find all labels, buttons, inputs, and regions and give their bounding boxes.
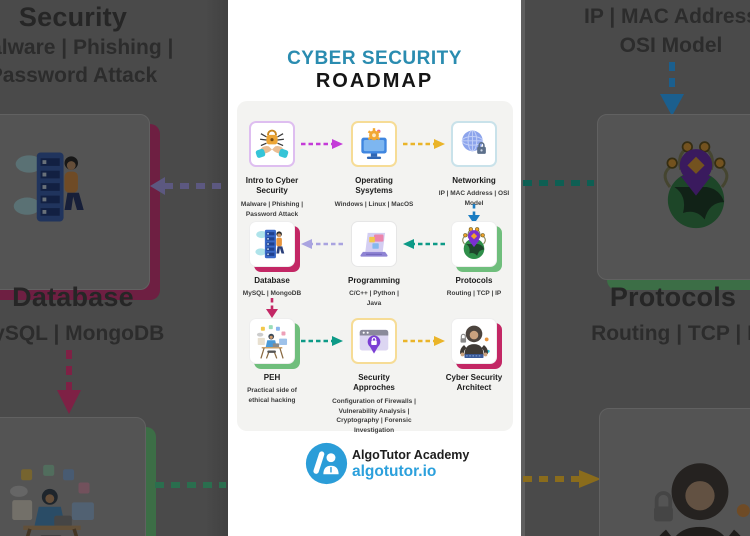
- poster-title-line1: CYBER SECURITY: [287, 48, 462, 69]
- node-subtitle: Configuration of Firewalls | Vulnerabili…: [332, 397, 416, 435]
- node-title: Programming: [347, 276, 400, 285]
- server-rack-person-icon: [253, 225, 291, 263]
- algotutor-logo-icon: [305, 442, 348, 485]
- node-networking: Networking IP | MAC Address | OSI Model: [430, 121, 518, 209]
- node-title: Protocols: [455, 276, 493, 285]
- node-title: Cyber Security Architect: [445, 373, 503, 393]
- arrow-networking-to-protocols: [468, 204, 480, 224]
- bg-right-subline1: IP | MAC Address: [584, 5, 750, 28]
- node-card-networking: [451, 121, 497, 167]
- node-subtitle: C/C++ | Python | Java: [349, 290, 399, 308]
- node-card-os: [351, 121, 397, 167]
- bg-left-heading-database: Database: [12, 282, 134, 312]
- bg-right-subline2: OSI Model: [619, 34, 723, 57]
- bg-architect-card: [599, 408, 750, 536]
- node-card-peh: [249, 318, 295, 364]
- background-right-panel: IP | MAC Address OSI Model Protocols Rou…: [521, 0, 750, 536]
- hands-holding-bug-lock-icon: [253, 125, 291, 163]
- hacker-desk-icon: [253, 322, 291, 360]
- bg-right-heading-protocols: Protocols: [609, 282, 737, 312]
- bg-arrow-left-periwinkle: [150, 177, 225, 195]
- bg-peh-card: [0, 417, 146, 536]
- bg-protocols-card: [597, 114, 750, 280]
- bg-arrow-down-crimson: [57, 350, 81, 414]
- node-title: PEH: [263, 373, 281, 382]
- poster-title-line2: ROADMAP: [315, 70, 434, 92]
- node-card-programming: [351, 221, 397, 267]
- node-card-intro: [249, 121, 295, 167]
- browser-shield-lock-icon: [355, 322, 393, 360]
- node-card-security: [351, 318, 397, 364]
- bg-dashes-teal: [523, 180, 594, 186]
- bg-left-subline1: Malware | Phishing |: [0, 36, 174, 59]
- bg-arrow-right-amber: [523, 470, 601, 488]
- laptop-code-icon: [355, 225, 393, 263]
- footer-website: algotutor.io: [352, 463, 437, 480]
- bg-database-card: [0, 114, 150, 290]
- node-security-approaches: Security Approches Configuration of Fire…: [322, 318, 426, 436]
- node-title: Intro to Cyber Security: [245, 176, 299, 196]
- node-protocols: Protocols Routing | TCP | IP: [430, 221, 518, 299]
- hooded-hacker-icon: [455, 322, 493, 360]
- bg-left-subline2: Password Attack: [0, 64, 158, 87]
- roadmap-poster: CYBER SECURITY ROADMAP Intro to Cyber Se…: [228, 0, 521, 536]
- node-title: Networking: [452, 176, 496, 185]
- node-programming: Programming C/C++ | Python | Java: [330, 221, 418, 309]
- node-subtitle: Routing | TCP | IP: [446, 290, 502, 298]
- bg-left-heading-security: Security: [18, 2, 128, 32]
- server-rack-person-icon: [8, 141, 100, 233]
- node-title: Security Approches: [353, 373, 395, 393]
- arrow-programming-to-database: [301, 239, 343, 249]
- background-left-panel: Security Malware | Phishing | Password A…: [0, 0, 228, 536]
- node-database: Database MySQL | MongoDB: [228, 221, 316, 299]
- bg-right-sub-protocols: Routing | TCP | IP: [591, 322, 750, 345]
- node-card-protocols: [451, 221, 497, 267]
- footer-brand-name: AlgoTutor Academy: [352, 448, 470, 462]
- node-card-architect: [451, 318, 497, 364]
- node-card-database: [249, 221, 295, 267]
- node-intro-cyber-security: Intro to Cyber Security Malware | Phishi…: [228, 121, 316, 219]
- arrow-intro-to-os: [301, 139, 343, 149]
- node-peh: PEH Practical side of ethical hacking: [228, 318, 316, 406]
- bg-dashes-green: [155, 482, 226, 488]
- node-cyber-security-architect: Cyber Security Architect: [426, 318, 521, 394]
- arrow-os-to-networking: [403, 139, 445, 149]
- arrow-protocols-to-programming: [403, 239, 445, 249]
- node-title: Operating Sysytems: [355, 176, 393, 196]
- node-subtitle: Windows | Linux | MacOS: [334, 200, 414, 208]
- node-operating-systems: Operating Sysytems Windows | Linux | Mac…: [330, 121, 418, 210]
- node-subtitle: IP | MAC Address | OSI Model: [438, 190, 510, 208]
- bg-left-sub-database: MySQL | MongoDB: [0, 322, 165, 345]
- arrow-database-to-peh: [266, 298, 278, 318]
- node-subtitle: MySQL | MongoDB: [242, 290, 302, 298]
- node-title: Database: [254, 276, 290, 285]
- hooded-hacker-icon: [635, 451, 750, 536]
- bg-arrow-down-blue: [660, 62, 684, 116]
- globe-location-pin-icon: [644, 135, 748, 239]
- node-subtitle: Practical side of ethical hacking: [247, 387, 297, 405]
- hacker-desk-icon: [0, 456, 105, 536]
- bg-panel-edge: [521, 0, 525, 536]
- arrow-peh-to-security: [301, 336, 343, 346]
- arrow-security-to-architect: [403, 336, 445, 346]
- monitor-gear-icon: [355, 125, 393, 163]
- node-subtitle: Malware | Phishing | Password Attack: [240, 200, 304, 218]
- globe-lock-icon: [455, 125, 493, 163]
- globe-location-pin-icon: [455, 225, 493, 263]
